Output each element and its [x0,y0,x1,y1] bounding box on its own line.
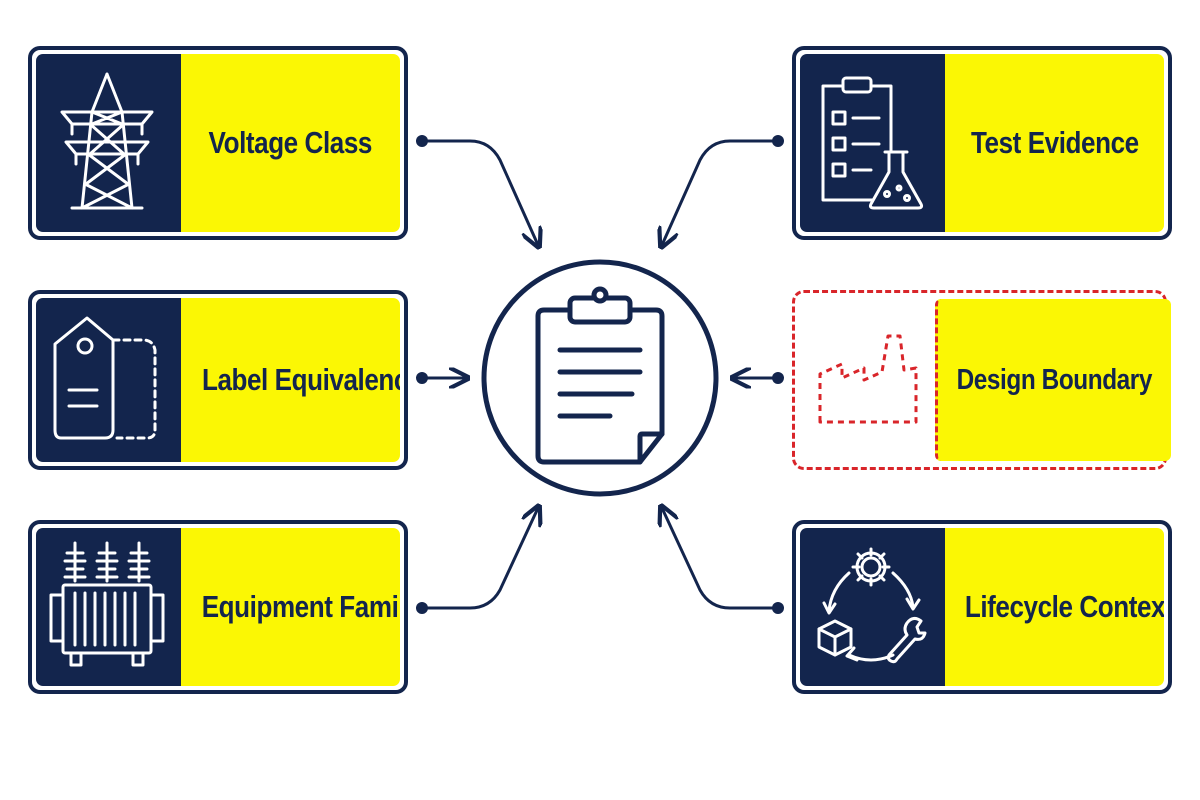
center-node [480,258,720,498]
label-panel: Test Evidence [942,54,1164,232]
tag-icon [53,316,157,440]
connector-lifecycle-context [662,508,778,610]
label-panel: Label Equivalence [178,298,400,462]
node-label: Lifecycle Context [964,589,1164,624]
lifecycle-cycle-icon [817,547,927,664]
node-lifecycle-context: Lifecycle Context [792,520,1172,694]
icon-panel [800,54,942,232]
power-tower-icon [60,72,154,210]
connector-voltage-class [422,139,538,245]
icon-panel [36,54,178,232]
node-label: Design Boundary [956,363,1153,396]
connector-equipment-family [422,508,538,610]
label-panel: Equipment Family [178,528,400,686]
node-design-boundary: Design Boundary [792,290,1171,470]
node-label: Label Equivalence [201,362,400,397]
node-label: Test Evidence [970,125,1139,160]
icon-panel [36,528,178,686]
transformer-icon [49,541,165,667]
icon-panel [36,298,178,462]
node-equipment-family: Equipment Family [28,520,408,694]
label-panel: Design Boundary [935,299,1171,461]
node-test-evidence: Test Evidence [792,46,1172,240]
icon-panel [800,528,942,686]
icon-panel [799,297,935,463]
factory-icon [818,334,918,424]
node-label: Equipment Family [201,589,400,624]
node-voltage-class: Voltage Class [28,46,408,240]
label-panel: Lifecycle Context [942,528,1164,686]
clipboard-flask-icon [821,76,924,210]
connector-test-evidence [662,139,778,245]
node-label: Voltage Class [208,125,373,160]
label-panel: Voltage Class [178,54,400,232]
node-label-equivalence: Label Equivalence [28,290,408,470]
clipboard-document-icon [481,259,719,497]
